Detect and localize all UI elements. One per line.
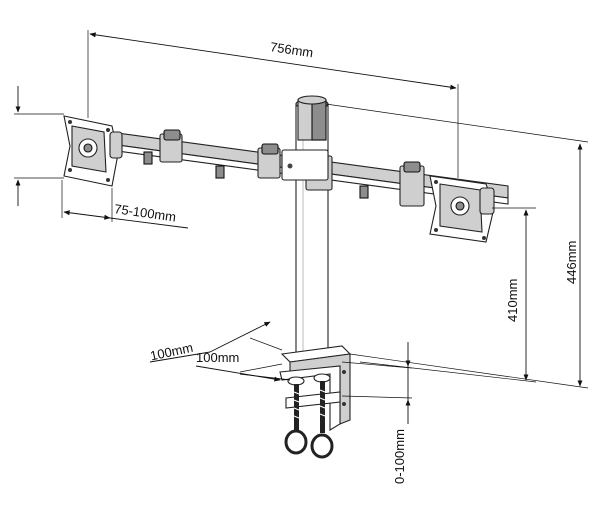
pole — [295, 95, 329, 361]
overall-width-label: 756mm — [269, 39, 314, 60]
desk-clamp — [279, 345, 352, 459]
overall-height-label: 446mm — [564, 241, 579, 284]
clamp-width-label: 100mm — [149, 340, 195, 364]
right-vesa-plate — [429, 175, 495, 243]
clamp-range-label: 0-100mm — [392, 429, 407, 484]
vesa-size-label: 75-100mm — [113, 201, 177, 225]
arm-height-label: 410mm — [505, 279, 520, 322]
dimension-lines — [14, 30, 589, 424]
left-vesa-plate — [63, 115, 123, 187]
clamp-depth-label: 100mm — [196, 350, 239, 365]
horizontal-arm — [109, 129, 509, 207]
mount-drawing — [63, 95, 509, 459]
